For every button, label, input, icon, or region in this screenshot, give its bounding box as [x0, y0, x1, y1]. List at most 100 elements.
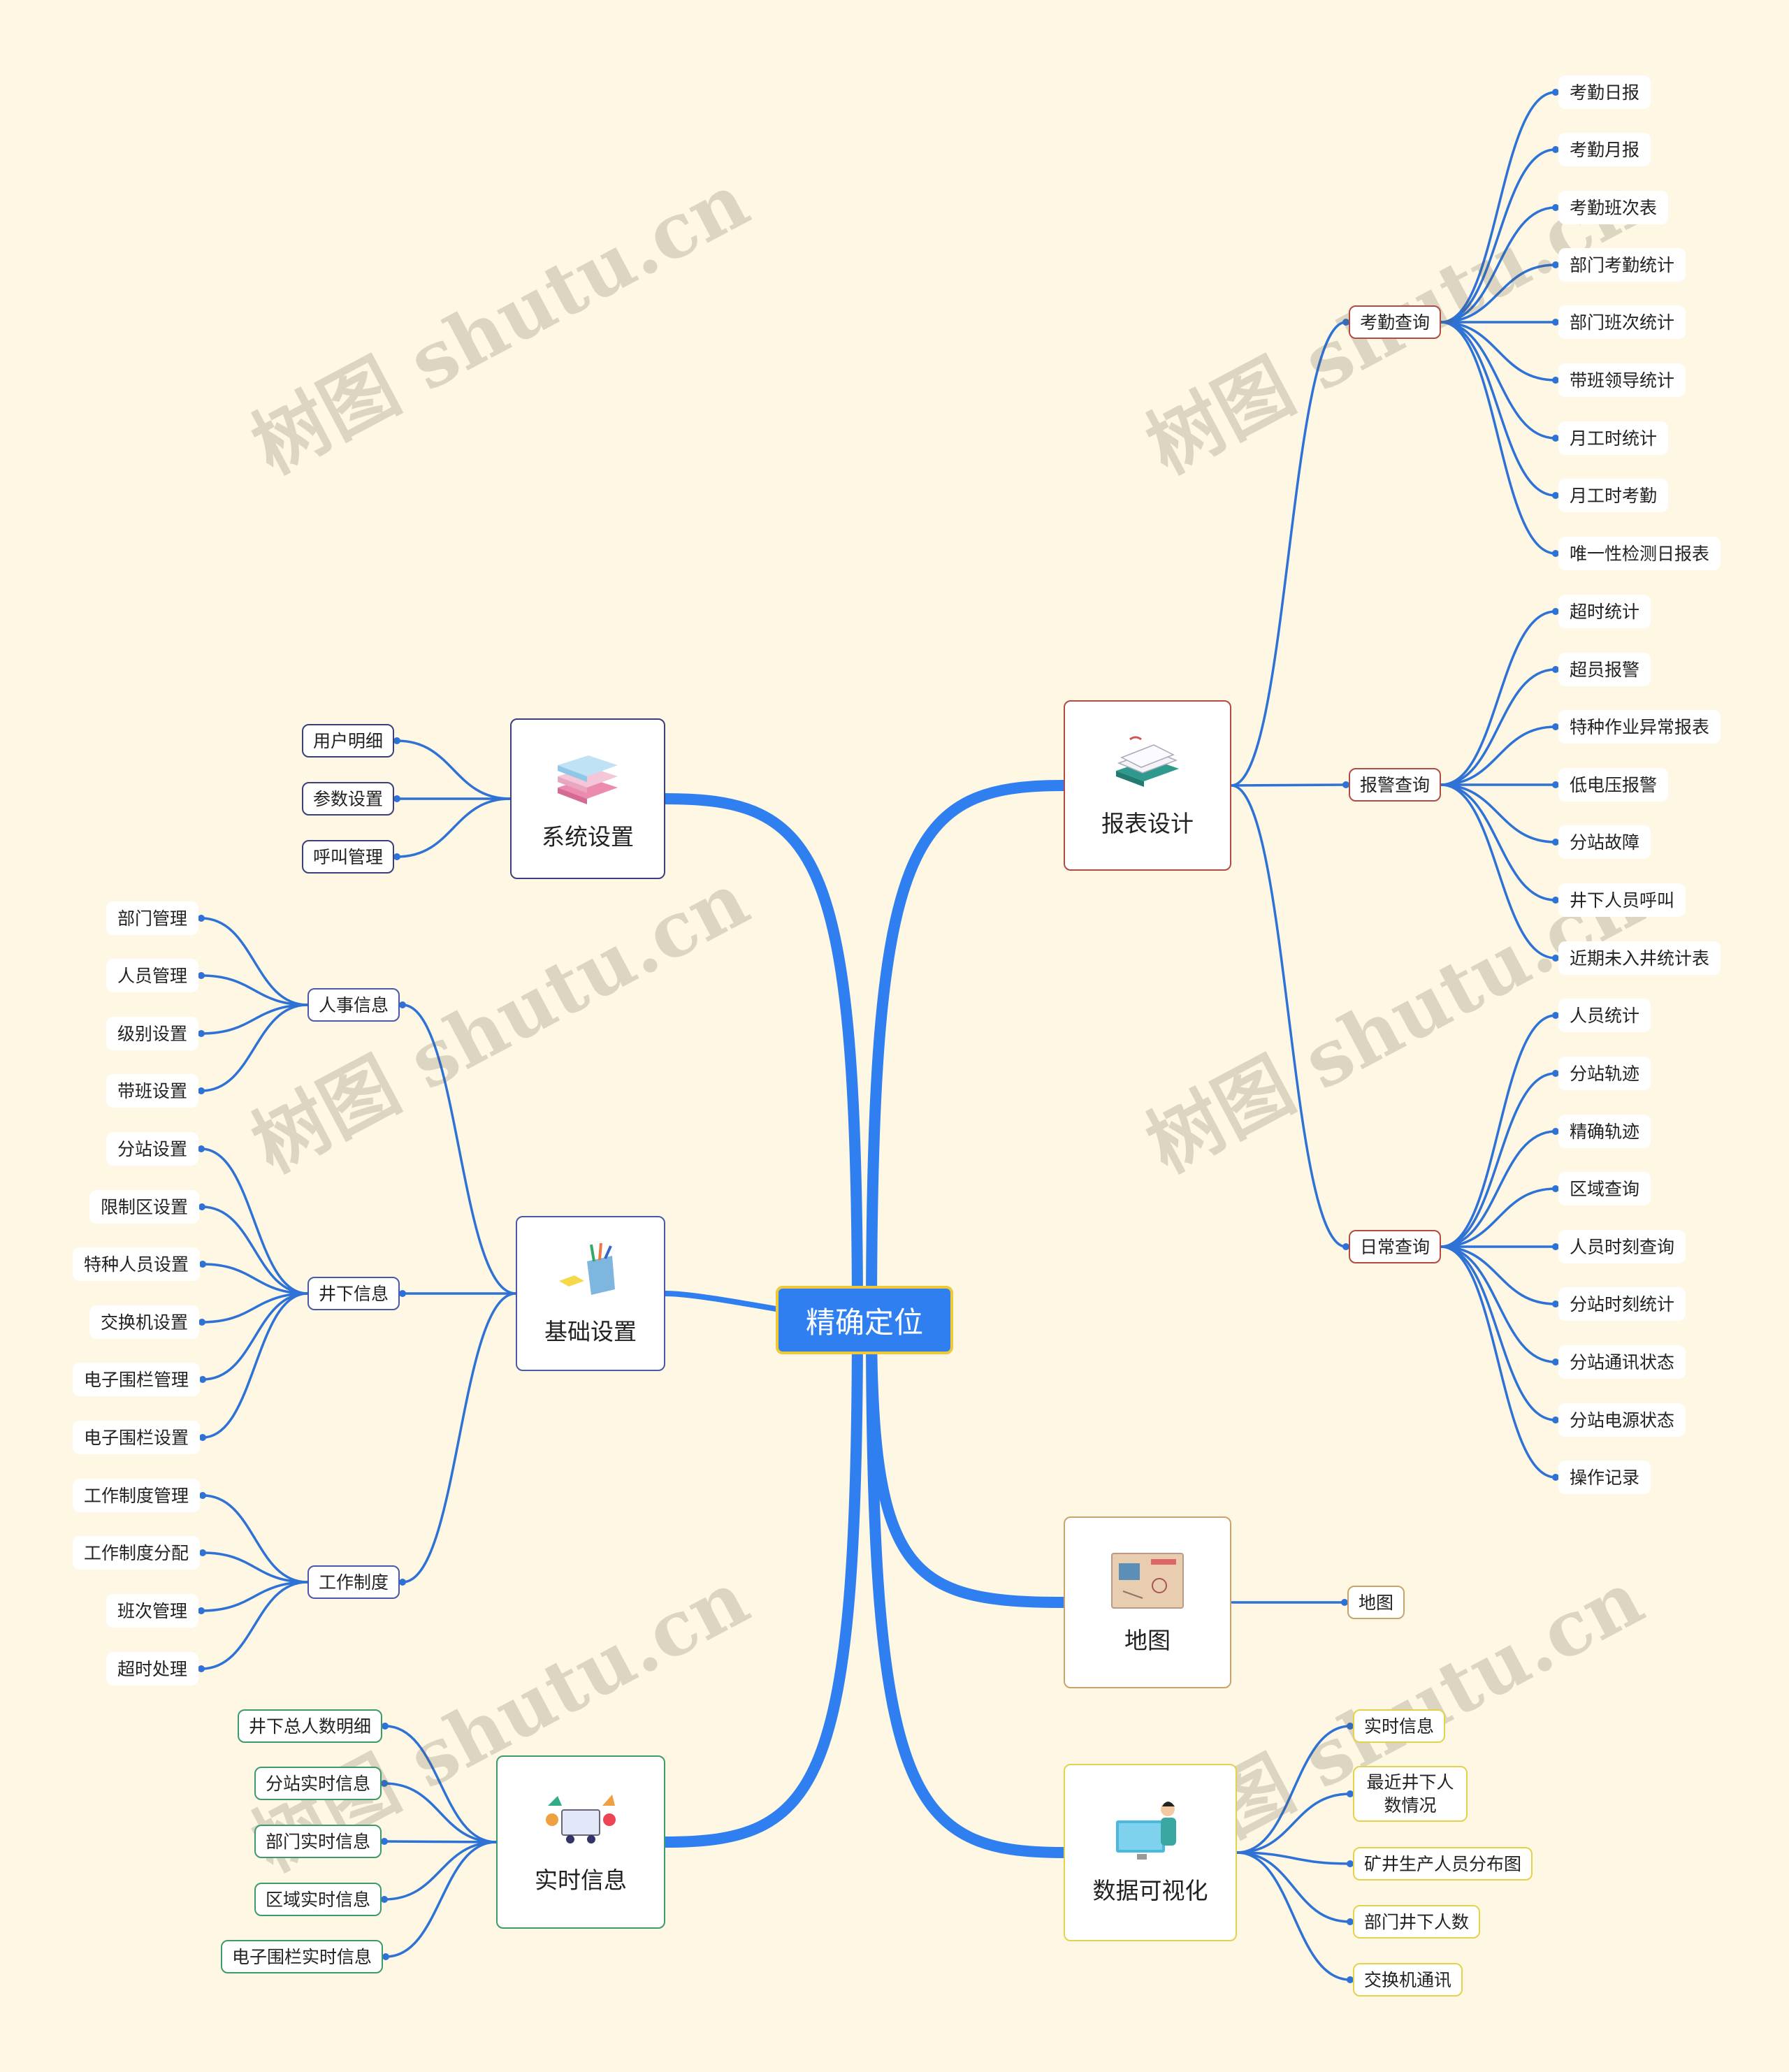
connector-dot	[198, 1319, 205, 1326]
connector-19	[1440, 668, 1557, 786]
leaf-mine-4[interactable]: 交换机设置	[89, 1305, 200, 1339]
leaf-visual-3[interactable]: 矿井生产人员分布图	[1353, 1847, 1533, 1881]
connector-dot	[381, 1838, 388, 1845]
leaf-hr-2[interactable]: 人员管理	[106, 959, 199, 992]
leaf-work-3[interactable]: 班次管理	[106, 1594, 199, 1628]
leaf-daily-4[interactable]: 区域查询	[1558, 1172, 1651, 1205]
leaf-system-3[interactable]: 呼叫管理	[302, 840, 395, 874]
connector-dot	[198, 1665, 205, 1672]
leaf-alarm-5[interactable]: 分站故障	[1558, 825, 1651, 859]
leaf-realtime-3[interactable]: 部门实时信息	[254, 1825, 382, 1858]
connector-18	[1440, 610, 1557, 786]
leaf-alarm-3[interactable]: 特种作业异常报表	[1558, 710, 1721, 744]
report-papers-icon	[1116, 736, 1179, 787]
leaf-mine-5[interactable]: 电子围栏管理	[73, 1363, 201, 1396]
leaf-daily-9[interactable]: 操作记录	[1558, 1461, 1651, 1494]
connector-dot	[198, 1087, 205, 1094]
connector-8	[1230, 784, 1347, 1248]
leaf-alarm-4[interactable]: 低电压报警	[1558, 768, 1669, 802]
leaf-alarm-6[interactable]: 井下人员呼叫	[1558, 883, 1686, 917]
leaf-attendance-1[interactable]: 考勤日报	[1558, 75, 1651, 109]
leaf-visual-1[interactable]: 实时信息	[1353, 1709, 1446, 1743]
connector-43	[200, 1004, 309, 1092]
leaf-attendance-6[interactable]: 带班领导统计	[1558, 363, 1686, 397]
group-work-system[interactable]: 工作制度	[307, 1565, 400, 1599]
connector-0	[866, 780, 1069, 1326]
leaf-mine-6[interactable]: 电子围栏设置	[73, 1421, 201, 1454]
leaf-hr-1[interactable]: 部门管理	[106, 901, 199, 935]
group-alarm-query[interactable]: 报警查询	[1349, 768, 1442, 802]
leaf-attendance-2[interactable]: 考勤月报	[1558, 133, 1651, 166]
leaf-map-1[interactable]: 地图	[1347, 1586, 1405, 1619]
leaf-hr-4[interactable]: 带班设置	[106, 1074, 199, 1108]
leaf-visual-4[interactable]: 部门井下人数	[1353, 1905, 1481, 1939]
connector-64	[1236, 1851, 1352, 1981]
connector-24	[1440, 783, 1557, 959]
connector-20	[1440, 725, 1557, 786]
connector-dot	[393, 795, 400, 802]
branch-map[interactable]: 地图	[1064, 1516, 1231, 1688]
connector-42	[200, 1004, 309, 1035]
leaf-daily-2[interactable]: 分站轨迹	[1558, 1057, 1651, 1090]
leaf-mine-1[interactable]: 分站设置	[106, 1132, 199, 1166]
leaf-visual-2[interactable]: 最近井下人数情况	[1353, 1766, 1468, 1822]
connector-58	[383, 1841, 498, 1901]
leaf-daily-3[interactable]: 精确轨迹	[1558, 1115, 1651, 1148]
group-attendance-query[interactable]: 考勤查询	[1349, 305, 1442, 339]
connector-dot	[198, 1030, 205, 1037]
leaf-alarm-7[interactable]: 近期未入井统计表	[1558, 941, 1721, 975]
branch-report-design[interactable]: 报表设计	[1064, 700, 1231, 871]
root-node[interactable]: 精确定位	[776, 1286, 953, 1354]
leaf-realtime-1[interactable]: 井下总人数明细	[238, 1709, 383, 1743]
leaf-attendance-8[interactable]: 月工时考勤	[1558, 479, 1669, 512]
leaf-realtime-2[interactable]: 分站实时信息	[254, 1767, 382, 1800]
group-daily-query[interactable]: 日常查询	[1349, 1230, 1442, 1263]
leaf-attendance-7[interactable]: 月工时统计	[1558, 421, 1669, 455]
leaf-mine-2[interactable]: 限制区设置	[89, 1190, 200, 1224]
connector-22	[1440, 783, 1557, 843]
leaf-attendance-9[interactable]: 唯一性检测日报表	[1558, 537, 1721, 570]
leaf-mine-3[interactable]: 特种人员设置	[73, 1247, 201, 1281]
connector-dot	[399, 1001, 406, 1008]
branch-basic-settings[interactable]: 基础设置	[516, 1216, 665, 1371]
leaf-system-2[interactable]: 参数设置	[302, 782, 395, 816]
group-hr-info[interactable]: 人事信息	[307, 988, 400, 1022]
connector-45	[201, 1205, 309, 1295]
branch-system-settings[interactable]: 系统设置	[510, 718, 665, 879]
leaf-attendance-3[interactable]: 考勤班次表	[1558, 191, 1669, 224]
connector-dot	[399, 1290, 406, 1297]
leaf-attendance-5[interactable]: 部门班次统计	[1558, 305, 1686, 339]
leaf-attendance-4[interactable]: 部门考勤统计	[1558, 248, 1686, 282]
leaf-realtime-4[interactable]: 区域实时信息	[254, 1883, 382, 1916]
connector-61	[1236, 1792, 1352, 1854]
leaf-daily-6[interactable]: 分站时刻统计	[1558, 1287, 1686, 1321]
leaf-daily-5[interactable]: 人员时刻查询	[1558, 1230, 1686, 1263]
leaf-daily-8[interactable]: 分站电源状态	[1558, 1403, 1686, 1437]
leaf-daily-1[interactable]: 人员统计	[1558, 999, 1651, 1032]
connector-48	[201, 1292, 309, 1381]
leaf-system-1[interactable]: 用户明细	[302, 724, 395, 758]
pen-holder-icon	[559, 1243, 615, 1295]
leaf-hr-3[interactable]: 级别设置	[106, 1017, 199, 1050]
leaf-daily-7[interactable]: 分站通讯状态	[1558, 1345, 1686, 1379]
branch-data-visualization[interactable]: 数据可视化	[1064, 1764, 1237, 1941]
leaf-visual-5[interactable]: 交换机通讯	[1353, 1963, 1463, 1997]
connector-12	[1440, 263, 1557, 324]
connector-16	[1440, 321, 1557, 497]
leaf-alarm-1[interactable]: 超时统计	[1558, 595, 1651, 628]
leaf-work-2[interactable]: 工作制度分配	[73, 1536, 201, 1570]
group-mine-info[interactable]: 井下信息	[307, 1277, 400, 1310]
leaf-alarm-2[interactable]: 超员报警	[1558, 653, 1651, 686]
leaf-work-1[interactable]: 工作制度管理	[73, 1479, 201, 1512]
leaf-work-4[interactable]: 超时处理	[106, 1652, 199, 1686]
connector-dot	[381, 1780, 388, 1787]
stacked-books-icon	[558, 755, 618, 804]
connector-3	[660, 793, 863, 1326]
branch-realtime-info[interactable]: 实时信息	[496, 1755, 665, 1929]
connector-dot	[199, 1549, 206, 1556]
leaf-realtime-5[interactable]: 电子围栏实时信息	[221, 1940, 384, 1973]
connector-23	[1440, 783, 1557, 901]
connector-dot	[382, 1723, 389, 1730]
